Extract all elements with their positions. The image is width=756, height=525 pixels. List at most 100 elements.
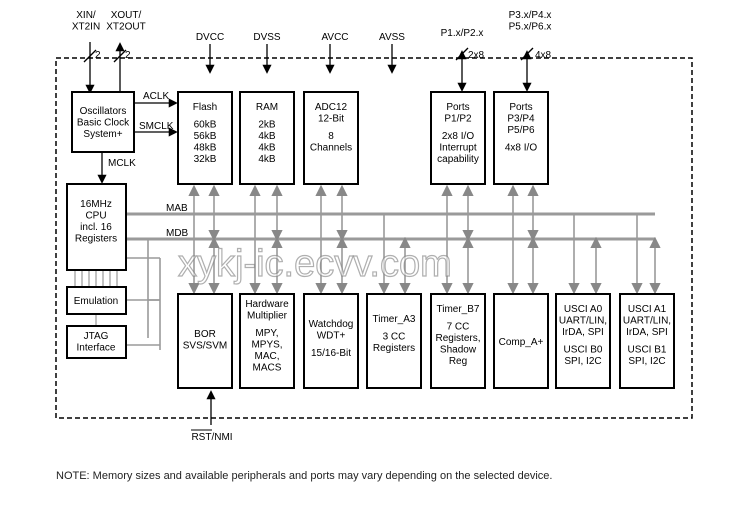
text-line: 2kB (258, 120, 276, 131)
text-line: 60kB (194, 120, 217, 131)
text-line: Basic Clock (77, 118, 130, 129)
text-line: MPYS, (251, 340, 282, 351)
usci-0-block (555, 293, 611, 389)
text-line: MAC, (255, 351, 280, 362)
text-line: 48kB (194, 143, 217, 154)
text-line: 16MHz (80, 199, 112, 210)
text-line: System+ (83, 129, 122, 140)
ram-block (239, 91, 295, 185)
text-line: CPU (85, 211, 106, 222)
text-line: XT2OUT (106, 22, 145, 33)
xout-width: 2 (125, 50, 131, 61)
adc-block (303, 91, 359, 185)
pin-arrows (83, 42, 534, 425)
text-line: 7 CC (447, 322, 470, 333)
text-line: USCI A1 (628, 304, 667, 315)
text-line: 2x8 I/O (442, 131, 474, 142)
text-line: Watchdog (309, 319, 354, 330)
text-line: ADC12 (315, 102, 348, 113)
cpu-emu-lines (74, 270, 118, 326)
text-line: Shadow (440, 345, 477, 356)
text-line: Timer_A3 (373, 314, 416, 325)
clock-lines (97, 98, 178, 184)
footnote: NOTE: Memory sizes and available periphe… (56, 470, 553, 482)
text-line: 32kB (194, 154, 217, 165)
text-line: Oscillators (80, 106, 127, 117)
text-line: Hardware (245, 299, 289, 310)
text-line: capability (437, 154, 479, 165)
text-line: MACS (253, 363, 282, 374)
comp-block (493, 293, 549, 389)
text-line: 56kB (194, 131, 217, 142)
text-line: Reg (449, 356, 467, 367)
text-line: Emulation (74, 296, 118, 307)
text-line: USCI B0 (564, 345, 603, 356)
text-line: Interface (77, 343, 116, 354)
timer-a3-block (366, 293, 422, 389)
jtag-block (66, 325, 127, 359)
aclk-label: ACLK (143, 91, 169, 102)
avss-label: AVSS (379, 32, 405, 43)
text-line: SPI, I2C (564, 356, 601, 367)
text-line: USCI B1 (628, 345, 667, 356)
text-line: RAM (256, 102, 278, 113)
mdb-label: MDB (166, 228, 189, 239)
xout-label: XOUT/XT2OUT (106, 10, 145, 33)
text-line: P5.x/P6.x (509, 22, 552, 33)
buses (126, 212, 655, 241)
comp-text: Comp_A+ (499, 337, 544, 348)
text-line: XT2IN (72, 22, 100, 33)
xin-width: 2 (95, 50, 101, 61)
text-line: P5/P6 (507, 125, 535, 136)
watermark: xykj-ic.ecvv.com (178, 243, 452, 285)
text-line: XOUT/ (111, 10, 142, 21)
blocks (66, 91, 675, 389)
device-boundary (55, 57, 693, 419)
text-line: IrDA, SPI (626, 327, 668, 338)
text-line: P1/P2 (444, 114, 472, 125)
text-line: 4x8 I/O (505, 143, 537, 154)
text-line: XIN/ (76, 10, 96, 21)
text-line: Flash (193, 102, 217, 113)
text-line: Registers (75, 234, 117, 245)
text-line: Channels (310, 143, 352, 154)
bor-block (177, 293, 233, 389)
text-line: MPY, (255, 328, 278, 339)
smclk-label: SMCLK (139, 121, 174, 132)
dvss-label: DVSS (253, 32, 281, 43)
p36-width: 4x8 (535, 50, 552, 61)
text-line: JTAG (84, 331, 109, 342)
ports36-block (493, 91, 549, 185)
text-line: Timer_B7 (437, 304, 480, 315)
rst-label: RST/NMI (191, 432, 232, 443)
dvcc-label: DVCC (196, 32, 224, 43)
text-line: P3.x/P4.x (509, 10, 552, 21)
text-line: IrDA, SPI (562, 327, 604, 338)
text-line: USCI A0 (564, 304, 603, 315)
text-line: 4kB (258, 131, 276, 142)
text-line: Registers, (435, 333, 480, 344)
text-line: Registers (373, 343, 415, 354)
text-line: BOR (194, 329, 216, 340)
ports12-block (430, 91, 486, 185)
text-line: WDT+ (317, 331, 346, 342)
text-line: 8 (328, 131, 334, 142)
mab-label: MAB (166, 203, 188, 214)
watchdog-block (303, 293, 359, 389)
text-line: Comp_A+ (499, 337, 544, 348)
text-line: 4kB (258, 143, 276, 154)
oscillators-block (71, 91, 135, 153)
text-line: 12-Bit (318, 114, 344, 125)
text-line: 15/16-Bit (311, 348, 351, 359)
